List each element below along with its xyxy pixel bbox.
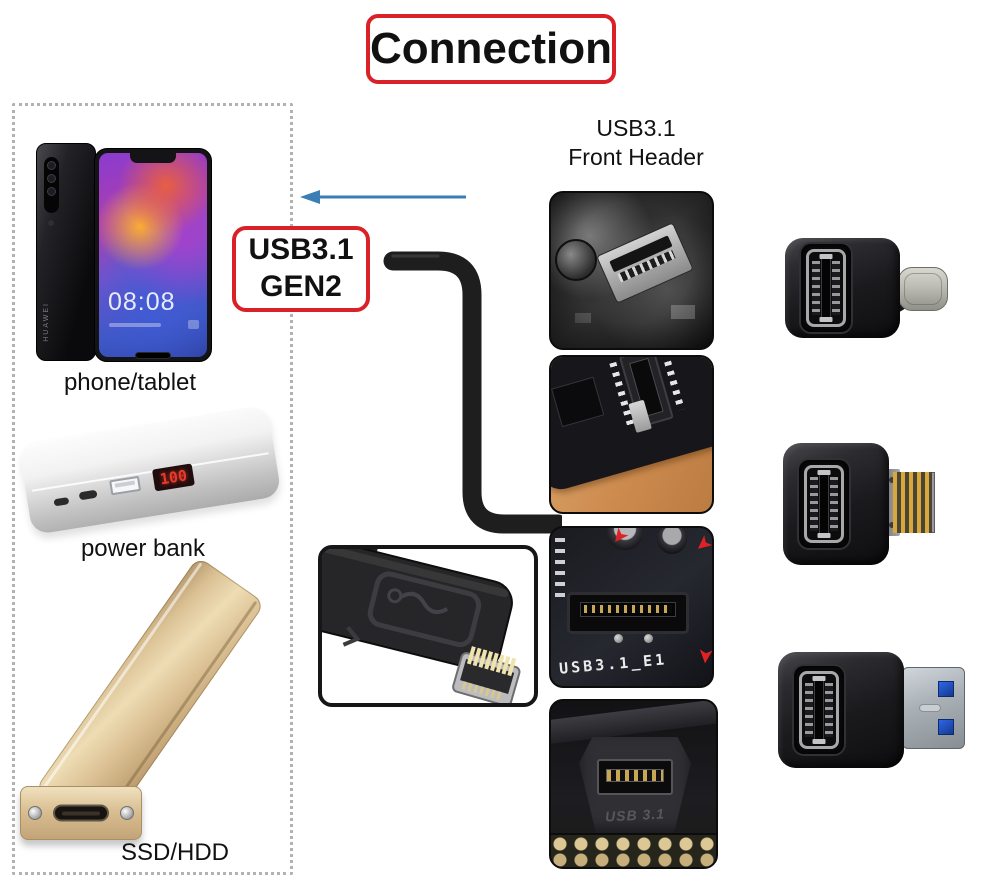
micro-usb-port — [53, 497, 70, 507]
case-front-header-photo: USB 3.1 — [549, 699, 718, 869]
phone-date-line — [109, 323, 161, 327]
type-e-header — [597, 759, 673, 795]
type-e-connector-drawing — [322, 549, 521, 703]
cable-spec-line2: GEN2 — [260, 270, 342, 303]
phone-brand-text: HUAWEI — [43, 302, 50, 342]
power-bank-image: 100 — [18, 404, 286, 536]
pointer-arrow-icon: ➤ — [689, 530, 714, 558]
ssd-label: SSD/HDD — [120, 839, 229, 866]
page-title: Connection — [370, 24, 612, 73]
ssd-end-cap-image — [20, 786, 142, 840]
title-box: Connection — [366, 14, 616, 84]
usb-c-port — [53, 804, 109, 822]
type-e-female-port — [804, 465, 844, 543]
silkscreen-text: USB3.1_E1 — [558, 650, 668, 678]
adapter-type-e-to-usb-c — [785, 238, 955, 343]
pin-row — [551, 833, 716, 867]
phone-label: phone/tablet — [63, 369, 197, 396]
cable-spec-box: USB3.1 GEN2 — [232, 226, 370, 312]
type-e-female-port — [799, 671, 839, 749]
screw-icon — [120, 806, 134, 820]
phone-notch — [130, 153, 176, 163]
screw-icon — [28, 806, 42, 820]
phone-screen: 08:08 — [99, 153, 207, 357]
type-e-connector-closeup-photo — [318, 545, 538, 707]
usb-c-port — [78, 489, 98, 501]
phone-flash — [48, 220, 54, 226]
usb-a-port — [109, 475, 142, 496]
usb-c-male-connector — [898, 267, 948, 311]
pcb-corner — [551, 357, 712, 495]
phone-front-image: 08:08 — [94, 148, 212, 362]
type-e-female-port — [806, 249, 846, 327]
type-e-header — [567, 592, 689, 643]
phone-home-bar — [136, 353, 170, 358]
front-header-label: USB3.1 Front Header — [556, 114, 716, 172]
cable-spec-line1: USB3.1 — [248, 233, 354, 267]
camera-icon — [188, 320, 199, 329]
pointer-arrow-icon: ➤ — [693, 646, 714, 666]
usb-cable — [383, 251, 562, 534]
battery-led-display: 100 — [151, 463, 195, 492]
type-e-male-connector — [885, 469, 935, 536]
motherboard-header-photo-2 — [549, 355, 714, 514]
adapter-type-e-to-usb-a — [778, 652, 973, 772]
phone-camera-module — [44, 157, 59, 213]
phone-back-image: HUAWEI — [36, 143, 96, 361]
compatible-devices-group — [12, 103, 293, 875]
front-header-line2: Front Header — [568, 143, 704, 170]
front-header-line1: USB3.1 — [596, 115, 676, 141]
adapter-type-e-to-type-e — [783, 443, 953, 568]
usb-a-male-connector — [902, 667, 965, 749]
power-bank-body: 100 — [18, 404, 282, 536]
capacitor — [607, 528, 643, 550]
capacitor — [657, 528, 687, 554]
motherboard-header-photo-3: USB3.1_E1 ➤ ➤ ➤ — [549, 526, 714, 688]
power-bank-label: power bank — [80, 535, 206, 562]
phone-clock: 08:08 — [108, 288, 176, 316]
motherboard-header-photo-1 — [549, 191, 714, 350]
connection-arrow-icon — [300, 190, 466, 204]
